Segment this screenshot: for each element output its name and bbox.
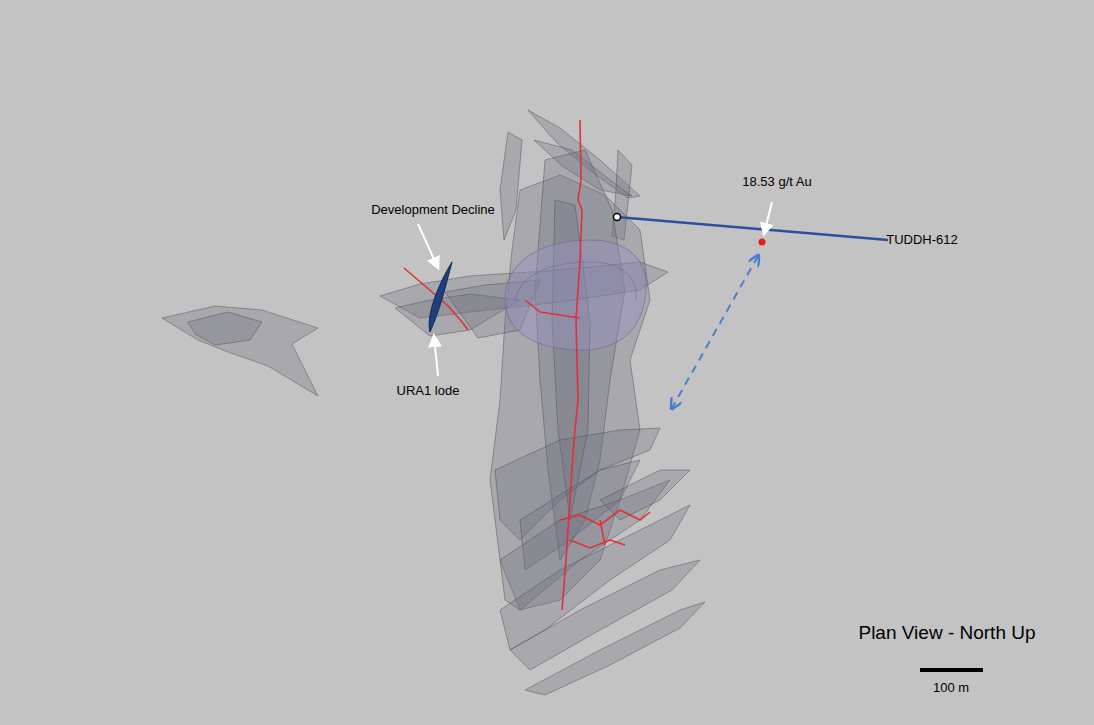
ore-shell-contour	[515, 262, 636, 300]
intercept-point	[759, 239, 766, 246]
drillhole-trace	[617, 217, 888, 240]
drillhole-collar	[614, 214, 621, 221]
ura1-lode	[429, 262, 452, 332]
distance-arrow	[672, 256, 758, 408]
scale-bar	[920, 668, 983, 672]
scale-label: 100 m	[933, 681, 969, 696]
lode-solids	[162, 110, 705, 695]
leader-arrow	[434, 336, 438, 376]
callout-label: URA1 lode	[397, 384, 460, 399]
hole-id-label: TUDDH-612	[886, 233, 958, 248]
view-title: Plan View - North Up	[858, 622, 1035, 644]
assay-label: 18.53 g/t Au	[742, 175, 811, 190]
callout-label: Development Decline	[371, 203, 495, 218]
underground-development	[404, 120, 650, 610]
leader-arrow	[418, 224, 438, 268]
leader-arrow	[764, 202, 772, 234]
